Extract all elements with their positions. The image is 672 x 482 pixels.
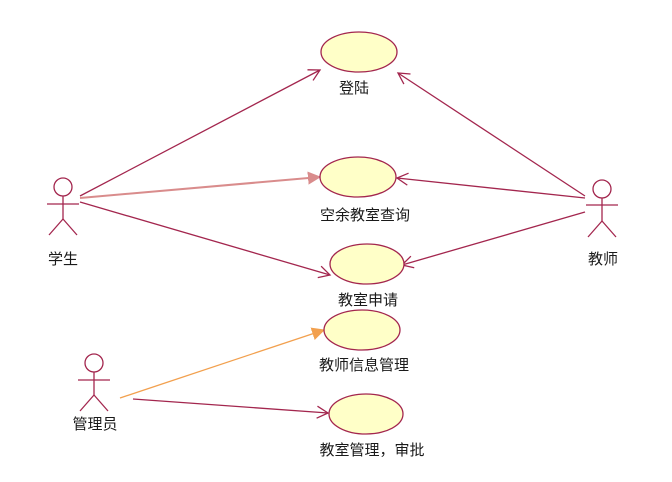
use-case-login[interactable]: 登陆 <box>320 31 398 97</box>
associations <box>79 69 586 419</box>
actor-figure-icon <box>78 353 110 412</box>
association-admin-teacher-info <box>119 330 324 399</box>
association-student-login <box>79 69 322 197</box>
use-case-room-query[interactable]: 空余教室查询 <box>319 156 410 224</box>
actor-teacher[interactable]: 教师 <box>586 179 618 268</box>
actor-figure-icon <box>586 179 618 238</box>
actor-label: 管理员 <box>72 415 117 433</box>
association-student-room-query <box>79 177 320 199</box>
use-case-room-apply[interactable]: 教室申请 <box>329 243 405 309</box>
use-case-label: 登陆 <box>339 79 369 97</box>
use-case-ellipse <box>328 393 404 435</box>
use-case-ellipse <box>329 243 405 285</box>
association-student-room-apply <box>79 201 332 279</box>
actor-admin[interactable]: 管理员 <box>72 353 118 433</box>
use-case-teacher-info[interactable]: 教师信息管理 <box>319 309 409 374</box>
actor-label: 教师 <box>588 250 618 268</box>
use-case-label: 教室申请 <box>338 291 398 309</box>
use-case-label: 教室管理，审批 <box>319 441 424 459</box>
use-case-label: 空余教室查询 <box>320 206 410 224</box>
use-case-ellipse <box>320 31 398 73</box>
use-case-room-manage[interactable]: 教室管理，审批 <box>319 393 425 459</box>
use-case-ellipse <box>319 156 397 198</box>
actor-student[interactable]: 学生 <box>47 177 79 268</box>
use-case-label: 教师信息管理 <box>319 356 409 374</box>
association-teacher-login <box>396 72 586 197</box>
association-teacher-room-query <box>395 172 586 199</box>
association-teacher-room-apply <box>400 211 586 269</box>
use-case-ellipse <box>323 309 401 351</box>
actor-figure-icon <box>47 177 79 236</box>
actor-label: 学生 <box>48 250 78 268</box>
association-admin-room-manage <box>132 398 330 419</box>
